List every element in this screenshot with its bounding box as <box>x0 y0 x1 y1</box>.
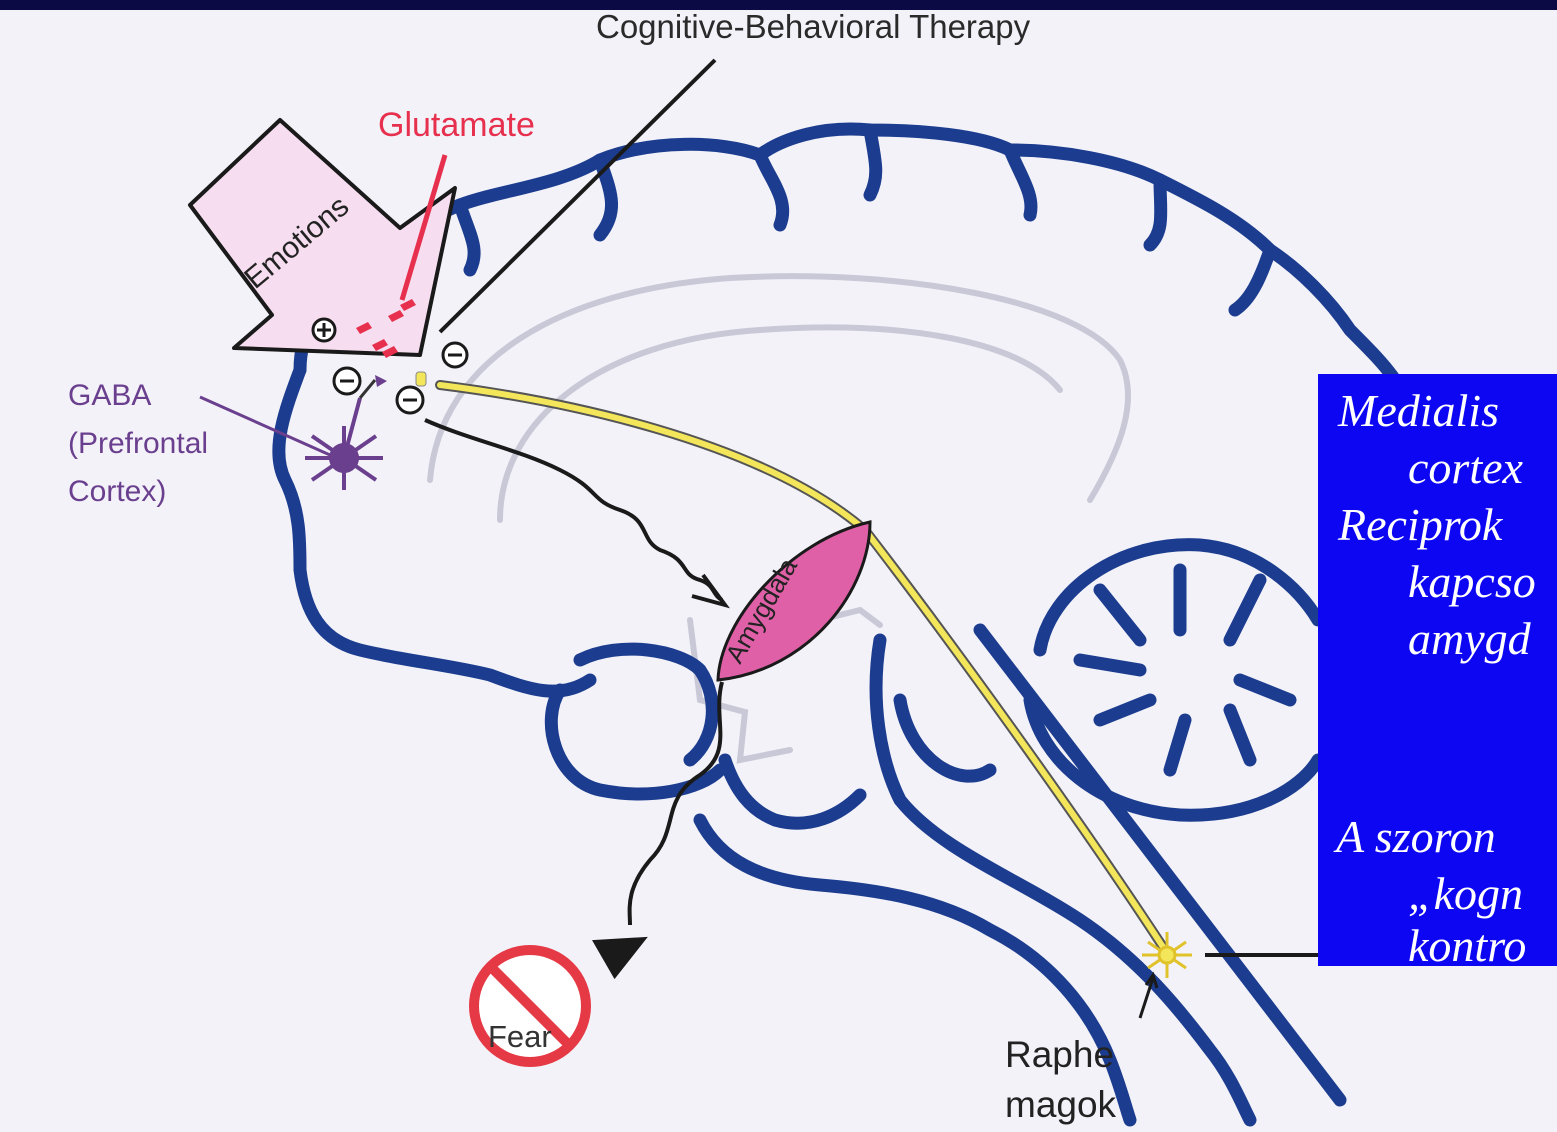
cbt-label: Cognitive-Behavioral Therapy <box>596 8 1030 46</box>
info-line-3: Reciprok <box>1338 498 1502 551</box>
raphe-label: Raphe magok <box>1005 1030 1116 1130</box>
info-line-1: Medialis <box>1338 384 1499 437</box>
plus-sign-icon <box>313 319 335 341</box>
gaba-cortex: Cortex) <box>68 468 208 516</box>
raphe-pathway <box>440 385 1165 950</box>
info-line-7: „kogn <box>1408 867 1523 920</box>
gaba-prefrontal: (Prefrontal <box>68 420 208 468</box>
gaba-axon <box>360 380 375 398</box>
gaba-label: GABA (Prefrontal Cortex) <box>68 372 208 516</box>
fear-arrowhead <box>592 915 658 979</box>
synapse-marker-yellow <box>416 372 426 386</box>
gaba-title: GABA <box>68 372 208 420</box>
raphe-label-line2: magok <box>1005 1080 1116 1130</box>
synapse-marker <box>375 375 387 387</box>
gaba-pointer-line <box>200 397 330 455</box>
raphe-label-line1: Raphe <box>1005 1030 1116 1080</box>
fear-label: Fear <box>488 1019 552 1055</box>
info-panel-bottom: A szoron „kogn kontro <box>1318 664 1557 966</box>
info-line-8: kontro <box>1408 919 1526 966</box>
info-line-4: kapcso <box>1408 555 1536 608</box>
info-panel: Medialis cortex Reciprok kapcso amygd <box>1318 374 1557 664</box>
raphe-pathway-fill <box>440 385 1165 950</box>
gaba-neuron-icon <box>305 398 383 490</box>
info-line-2: cortex <box>1408 441 1523 494</box>
glutamate-label: Glutamate <box>378 106 535 145</box>
info-line-6: A szoron <box>1336 810 1496 863</box>
prefrontal-amygdala-pathway <box>425 420 722 600</box>
info-line-5: amygd <box>1408 612 1531 664</box>
